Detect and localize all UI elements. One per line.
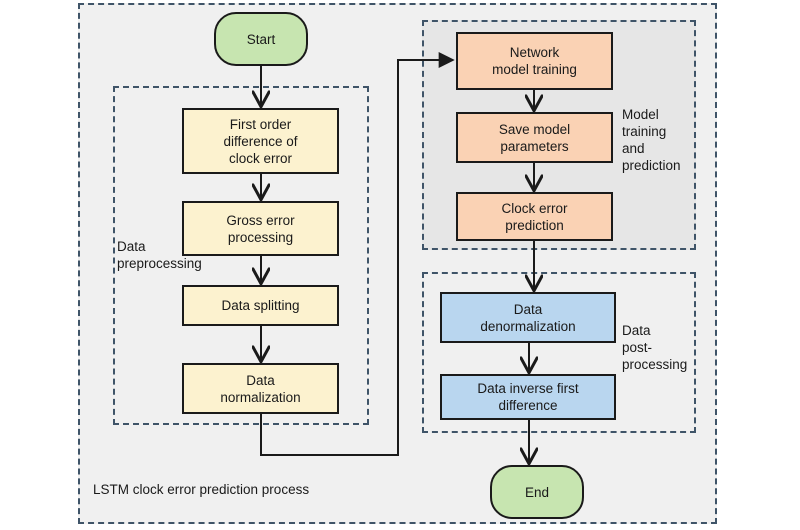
diagram-title: LSTM clock error prediction process: [93, 482, 310, 497]
node-network-model-training[interactable]: Network model training: [456, 32, 613, 90]
node-end[interactable]: End: [490, 465, 584, 519]
panel-label-model-training-and-prediction: Model training and prediction: [622, 107, 681, 173]
node-data-inverse-first-difference[interactable]: Data inverse first difference: [440, 374, 616, 420]
panel-label-data-preprocessing: Data preprocessing: [117, 239, 202, 271]
node-clock-error-prediction[interactable]: Clock error prediction: [456, 192, 613, 241]
panel-label-data-postprocessing: Data post- processing: [622, 323, 688, 372]
node-save-model-parameters[interactable]: Save model parameters: [456, 112, 613, 163]
node-data-denormalization[interactable]: Data denormalization: [440, 292, 616, 343]
node-data-splitting[interactable]: Data splitting: [182, 285, 339, 326]
node-first-order-difference[interactable]: First order difference of clock error: [182, 108, 339, 174]
node-start[interactable]: Start: [214, 12, 308, 66]
node-gross-error-processing[interactable]: Gross error processing: [182, 201, 339, 256]
node-data-normalization[interactable]: Data normalization: [182, 363, 339, 414]
